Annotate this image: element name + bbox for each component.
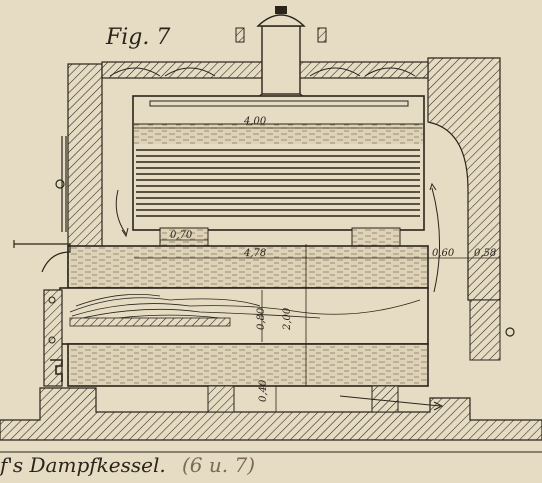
tube-bank [136, 149, 420, 217]
dimension-lines [134, 127, 500, 412]
flames [69, 293, 421, 327]
fittings [13, 136, 515, 337]
dim-gap-right: 0,60 [432, 248, 455, 259]
dim-lower-width: 4,78 [243, 248, 266, 259]
dim-wall: 0,58 [474, 248, 496, 259]
foundation [0, 387, 542, 441]
vault-arches [109, 67, 416, 77]
steam-dome [235, 6, 327, 101]
connectors [159, 227, 401, 249]
dim-top-width: 4,00 [243, 116, 267, 127]
figure-label: Fig. 7 [105, 25, 170, 50]
figure-caption-note: (6 u. 7) [182, 453, 255, 477]
lower-drum [59, 245, 429, 387]
flow-arrows [115, 182, 444, 411]
masonry [0, 57, 542, 441]
dim-base: 0,40 [258, 379, 269, 402]
supports [207, 385, 399, 413]
figure-caption: f's Dampfkessel. [0, 453, 166, 477]
dim-firetube: 0,80 [256, 307, 267, 330]
flue-right [469, 299, 501, 361]
dim-gap-left: 0,70 [170, 230, 193, 241]
furnace-front [43, 289, 63, 387]
dim-height: 2,00 [282, 307, 293, 331]
upper-drum [132, 95, 425, 231]
